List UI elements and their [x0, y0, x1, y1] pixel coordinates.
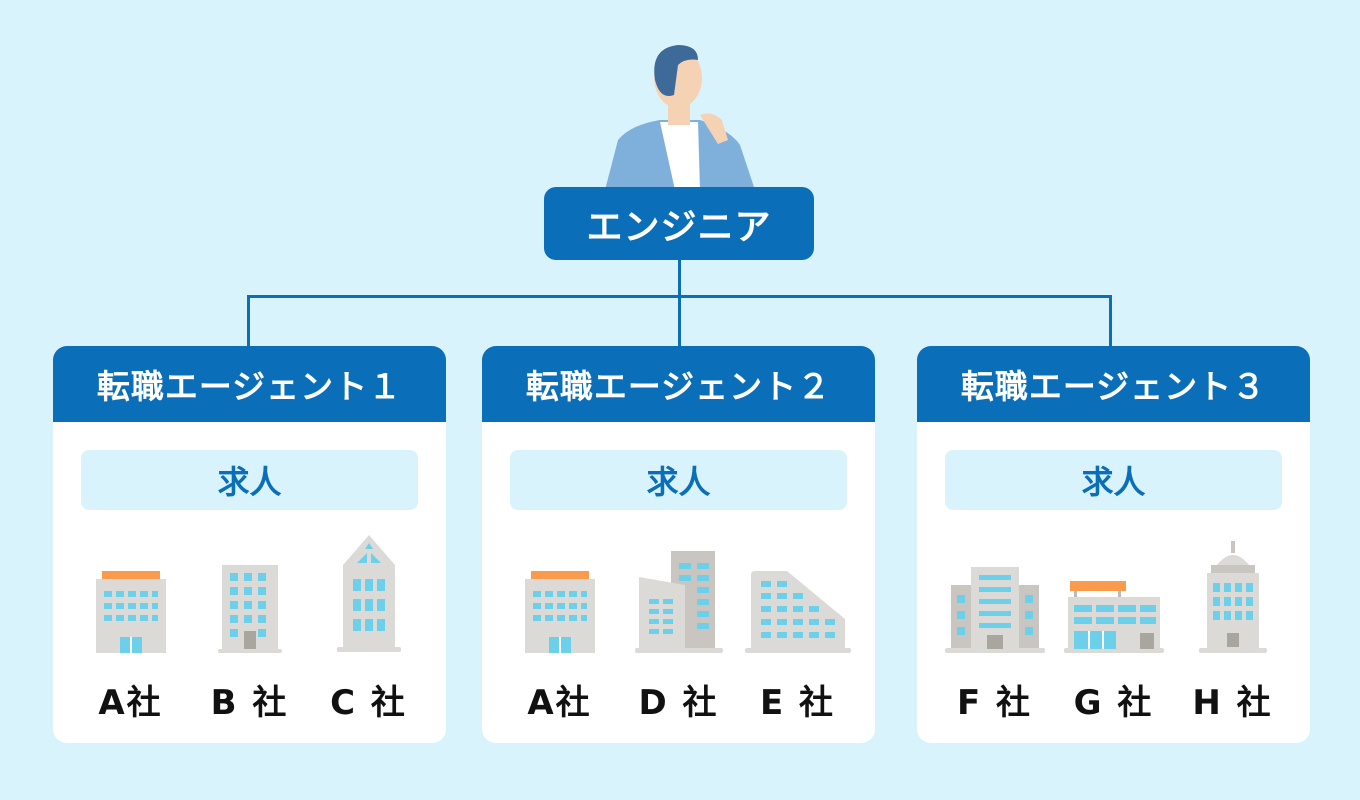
- agent-title: 転職エージェント３: [917, 346, 1310, 422]
- building-a-icon: [95, 571, 166, 653]
- company-g: G 社: [1059, 538, 1169, 724]
- connector-agent-1: [247, 295, 250, 347]
- company-label: C 社: [330, 683, 407, 723]
- company-b: B 社: [195, 538, 305, 724]
- company-label: B 社: [210, 683, 289, 723]
- building-h-icon: [1198, 541, 1267, 653]
- company-c: C 社: [314, 535, 424, 724]
- company-label: A社: [98, 683, 163, 723]
- building-d-icon: [634, 551, 723, 653]
- jobs-label: 求人: [81, 450, 418, 510]
- building-g-icon: [1063, 581, 1164, 653]
- building-b-icon: [217, 565, 282, 653]
- company-label: G 社: [1073, 683, 1154, 723]
- jobs-label: 求人: [945, 450, 1282, 510]
- engineer-person-icon: [605, 45, 755, 190]
- agent-title: 転職エージェント１: [53, 346, 446, 422]
- jobs-label: 求人: [510, 450, 847, 510]
- company-label: A社: [527, 683, 592, 723]
- company-a: A社: [76, 538, 186, 724]
- company-d: D 社: [624, 538, 734, 724]
- company-label: H 社: [1192, 683, 1273, 723]
- building-e-icon: [744, 571, 851, 653]
- connector-agent-3: [1109, 295, 1112, 347]
- building-c-icon: [336, 535, 401, 652]
- company-h: H 社: [1178, 538, 1288, 724]
- company-label: D 社: [638, 683, 719, 723]
- building-f-icon: [944, 567, 1045, 653]
- company-label: F 社: [956, 683, 1033, 723]
- agent-card-2: 転職エージェント２ 求人 A社 D 社: [482, 346, 875, 743]
- agent-title: 転職エージェント２: [482, 346, 875, 422]
- building-a-icon: [524, 571, 595, 653]
- engineer-node: エンジニア: [544, 187, 814, 260]
- company-e: E 社: [743, 538, 853, 724]
- agent-card-1: 転職エージェント１ 求人 A社 B 社: [53, 346, 446, 743]
- company-label: E 社: [759, 683, 836, 723]
- company-a: A社: [505, 538, 615, 724]
- agent-card-3: 転職エージェント３ 求人 F 社 G 社: [917, 346, 1310, 743]
- connector-vertical-root: [678, 260, 681, 297]
- company-f: F 社: [940, 538, 1050, 724]
- connector-agent-2: [678, 295, 681, 347]
